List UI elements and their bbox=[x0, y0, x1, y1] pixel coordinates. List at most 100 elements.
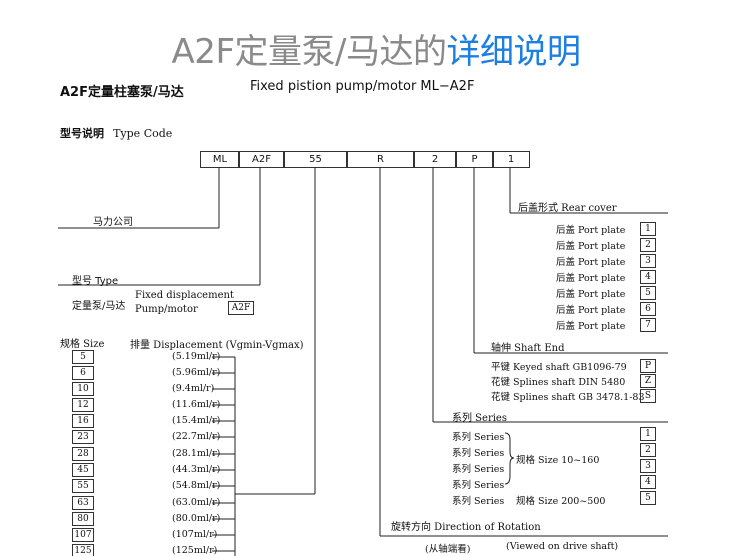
displacement-value: (107ml/r) bbox=[172, 529, 218, 540]
shaft-code: Z bbox=[640, 374, 656, 388]
rear-cover-en: Port plate bbox=[578, 305, 626, 316]
cn-title: A2F定量柱塞泵/马达 bbox=[60, 85, 184, 100]
rotation-header: 旋转方向 Direction of Rotation bbox=[391, 522, 541, 533]
banner-blue-text: 详细说明 bbox=[446, 32, 581, 72]
size-box: 45 bbox=[72, 463, 94, 477]
series-cn: 系列 bbox=[452, 464, 472, 475]
shaft-code: P bbox=[640, 359, 656, 373]
size-box: 63 bbox=[72, 496, 94, 510]
fixed-cn-label: 定量泵/马达 bbox=[72, 301, 126, 312]
displacement-value: (5.96ml/r) bbox=[172, 367, 221, 378]
rear-cover-en: Port plate bbox=[578, 289, 626, 300]
rear-cover-en: Port plate bbox=[578, 257, 626, 268]
series-range-2: 规格 Size 200~500 bbox=[516, 496, 606, 507]
series-en: Series bbox=[474, 480, 505, 491]
size-box: 23 bbox=[72, 430, 94, 444]
shaft-item: 花键 Splines shaft DIN 5480 bbox=[491, 374, 625, 388]
banner-gray-text: A2F定量泵/马达的 bbox=[171, 32, 447, 72]
size-box: 12 bbox=[72, 398, 94, 412]
size-box: 5 bbox=[72, 350, 94, 364]
rear-cover-item: 后盖 Port plate bbox=[556, 286, 625, 300]
shaft-cn: 花键 bbox=[491, 392, 511, 403]
rear-cover-cn: 后盖 bbox=[556, 225, 576, 236]
displacement-value: (44.3ml/r) bbox=[172, 464, 221, 475]
shaft-cn: 花键 bbox=[491, 377, 511, 388]
type-code-en: Type Code bbox=[113, 127, 173, 140]
fixed-code-box: A2F bbox=[228, 301, 254, 315]
type-code-cn: 型号说明 bbox=[60, 127, 104, 140]
size-box: 16 bbox=[72, 414, 94, 428]
rear-cover-cn: 后盖 bbox=[556, 289, 576, 300]
size-box: 28 bbox=[72, 447, 94, 461]
fixed-en-label-2: Pump/motor bbox=[135, 304, 198, 315]
type-label: 型号 Type bbox=[72, 276, 119, 287]
series-en: Series bbox=[474, 432, 505, 443]
series-header: 系列 Series bbox=[452, 413, 507, 424]
series-cn: 系列 bbox=[452, 480, 472, 491]
displacement-value: (63.0ml/r) bbox=[172, 497, 221, 508]
rear-cover-en: Port plate bbox=[578, 225, 626, 236]
size-box: 55 bbox=[72, 479, 94, 493]
series-item: 系列 Series bbox=[452, 445, 504, 459]
size-box: 80 bbox=[72, 512, 94, 526]
series-cn: 系列 bbox=[452, 432, 472, 443]
rear-cover-item: 后盖 Port plate bbox=[556, 302, 625, 316]
shaft-en: Keyed shaft GB1096-79 bbox=[513, 362, 627, 373]
code-box-a2f: A2F bbox=[238, 151, 285, 168]
rear-cover-code: 7 bbox=[640, 318, 656, 332]
en-title: Fixed pistion pump/motor ML−A2F bbox=[250, 79, 475, 94]
rear-cover-item: 后盖 Port plate bbox=[556, 270, 625, 284]
rear-cover-item: 后盖 Port plate bbox=[556, 318, 625, 332]
view-cn-label: (从轴端看) bbox=[425, 544, 471, 555]
size-box: 125 bbox=[72, 544, 94, 556]
series-cn: 系列 bbox=[452, 496, 472, 507]
displacement-value: (80.0ml/r) bbox=[172, 513, 221, 524]
series-en: Series bbox=[474, 464, 505, 475]
shaft-cn: 平键 bbox=[491, 362, 511, 373]
rear-cover-cn: 后盖 bbox=[556, 257, 576, 268]
series-en: Series bbox=[474, 448, 505, 459]
displacement-value: (54.8ml/r) bbox=[172, 480, 221, 491]
displacement-header: 排量 Displacement (Vgmin-Vgmax) bbox=[130, 340, 304, 351]
company-label: 马力公司 bbox=[93, 217, 133, 228]
size-box: 10 bbox=[72, 382, 94, 396]
shaft-en: Splines shaft DIN 5480 bbox=[513, 377, 626, 388]
series-code: 4 bbox=[640, 475, 656, 489]
rear-cover-en: Port plate bbox=[578, 321, 626, 332]
rear-cover-header: 后盖形式 Rear cover bbox=[518, 203, 617, 214]
displacement-value: (11.6ml/r) bbox=[172, 399, 221, 410]
rear-cover-cn: 后盖 bbox=[556, 273, 576, 284]
code-box-series: 2 bbox=[413, 151, 457, 168]
code-box-rear-cover: 1 bbox=[492, 151, 530, 168]
rear-cover-item: 后盖 Port plate bbox=[556, 222, 625, 236]
rear-cover-code: 1 bbox=[640, 222, 656, 236]
displacement-value: (22.7ml/r) bbox=[172, 431, 221, 442]
shaft-item: 花键 Splines shaft GB 3478.1-83 bbox=[491, 389, 645, 403]
shaft-item: 平键 Keyed shaft GB1096-79 bbox=[491, 359, 627, 373]
series-en: Series bbox=[474, 496, 505, 507]
rear-cover-en: Port plate bbox=[578, 241, 626, 252]
series-item: 系列 Series bbox=[452, 477, 504, 491]
rear-cover-item: 后盖 Port plate bbox=[556, 238, 625, 252]
displacement-value: (15.4ml/r) bbox=[172, 415, 221, 426]
shaft-en: Splines shaft GB 3478.1-83 bbox=[513, 392, 645, 403]
page-banner: A2F定量泵/马达的详细说明 bbox=[0, 24, 752, 73]
shaft-code: S bbox=[640, 389, 656, 403]
rear-cover-cn: 后盖 bbox=[556, 321, 576, 332]
rear-cover-code: 6 bbox=[640, 302, 656, 316]
size-box: 6 bbox=[72, 366, 94, 380]
series-range-1: 规格 Size 10~160 bbox=[516, 455, 600, 466]
rear-cover-en: Port plate bbox=[578, 273, 626, 284]
rear-cover-item: 后盖 Port plate bbox=[556, 254, 625, 268]
series-code: 3 bbox=[640, 459, 656, 473]
rear-cover-code: 5 bbox=[640, 286, 656, 300]
rear-cover-code: 2 bbox=[640, 238, 656, 252]
series-item: 系列 Series bbox=[452, 429, 504, 443]
series-cn: 系列 bbox=[452, 448, 472, 459]
code-box-ml: ML bbox=[200, 151, 240, 168]
series-code: 1 bbox=[640, 427, 656, 441]
series-code: 2 bbox=[640, 443, 656, 457]
displacement-value: (5.19ml/r) bbox=[172, 351, 221, 362]
